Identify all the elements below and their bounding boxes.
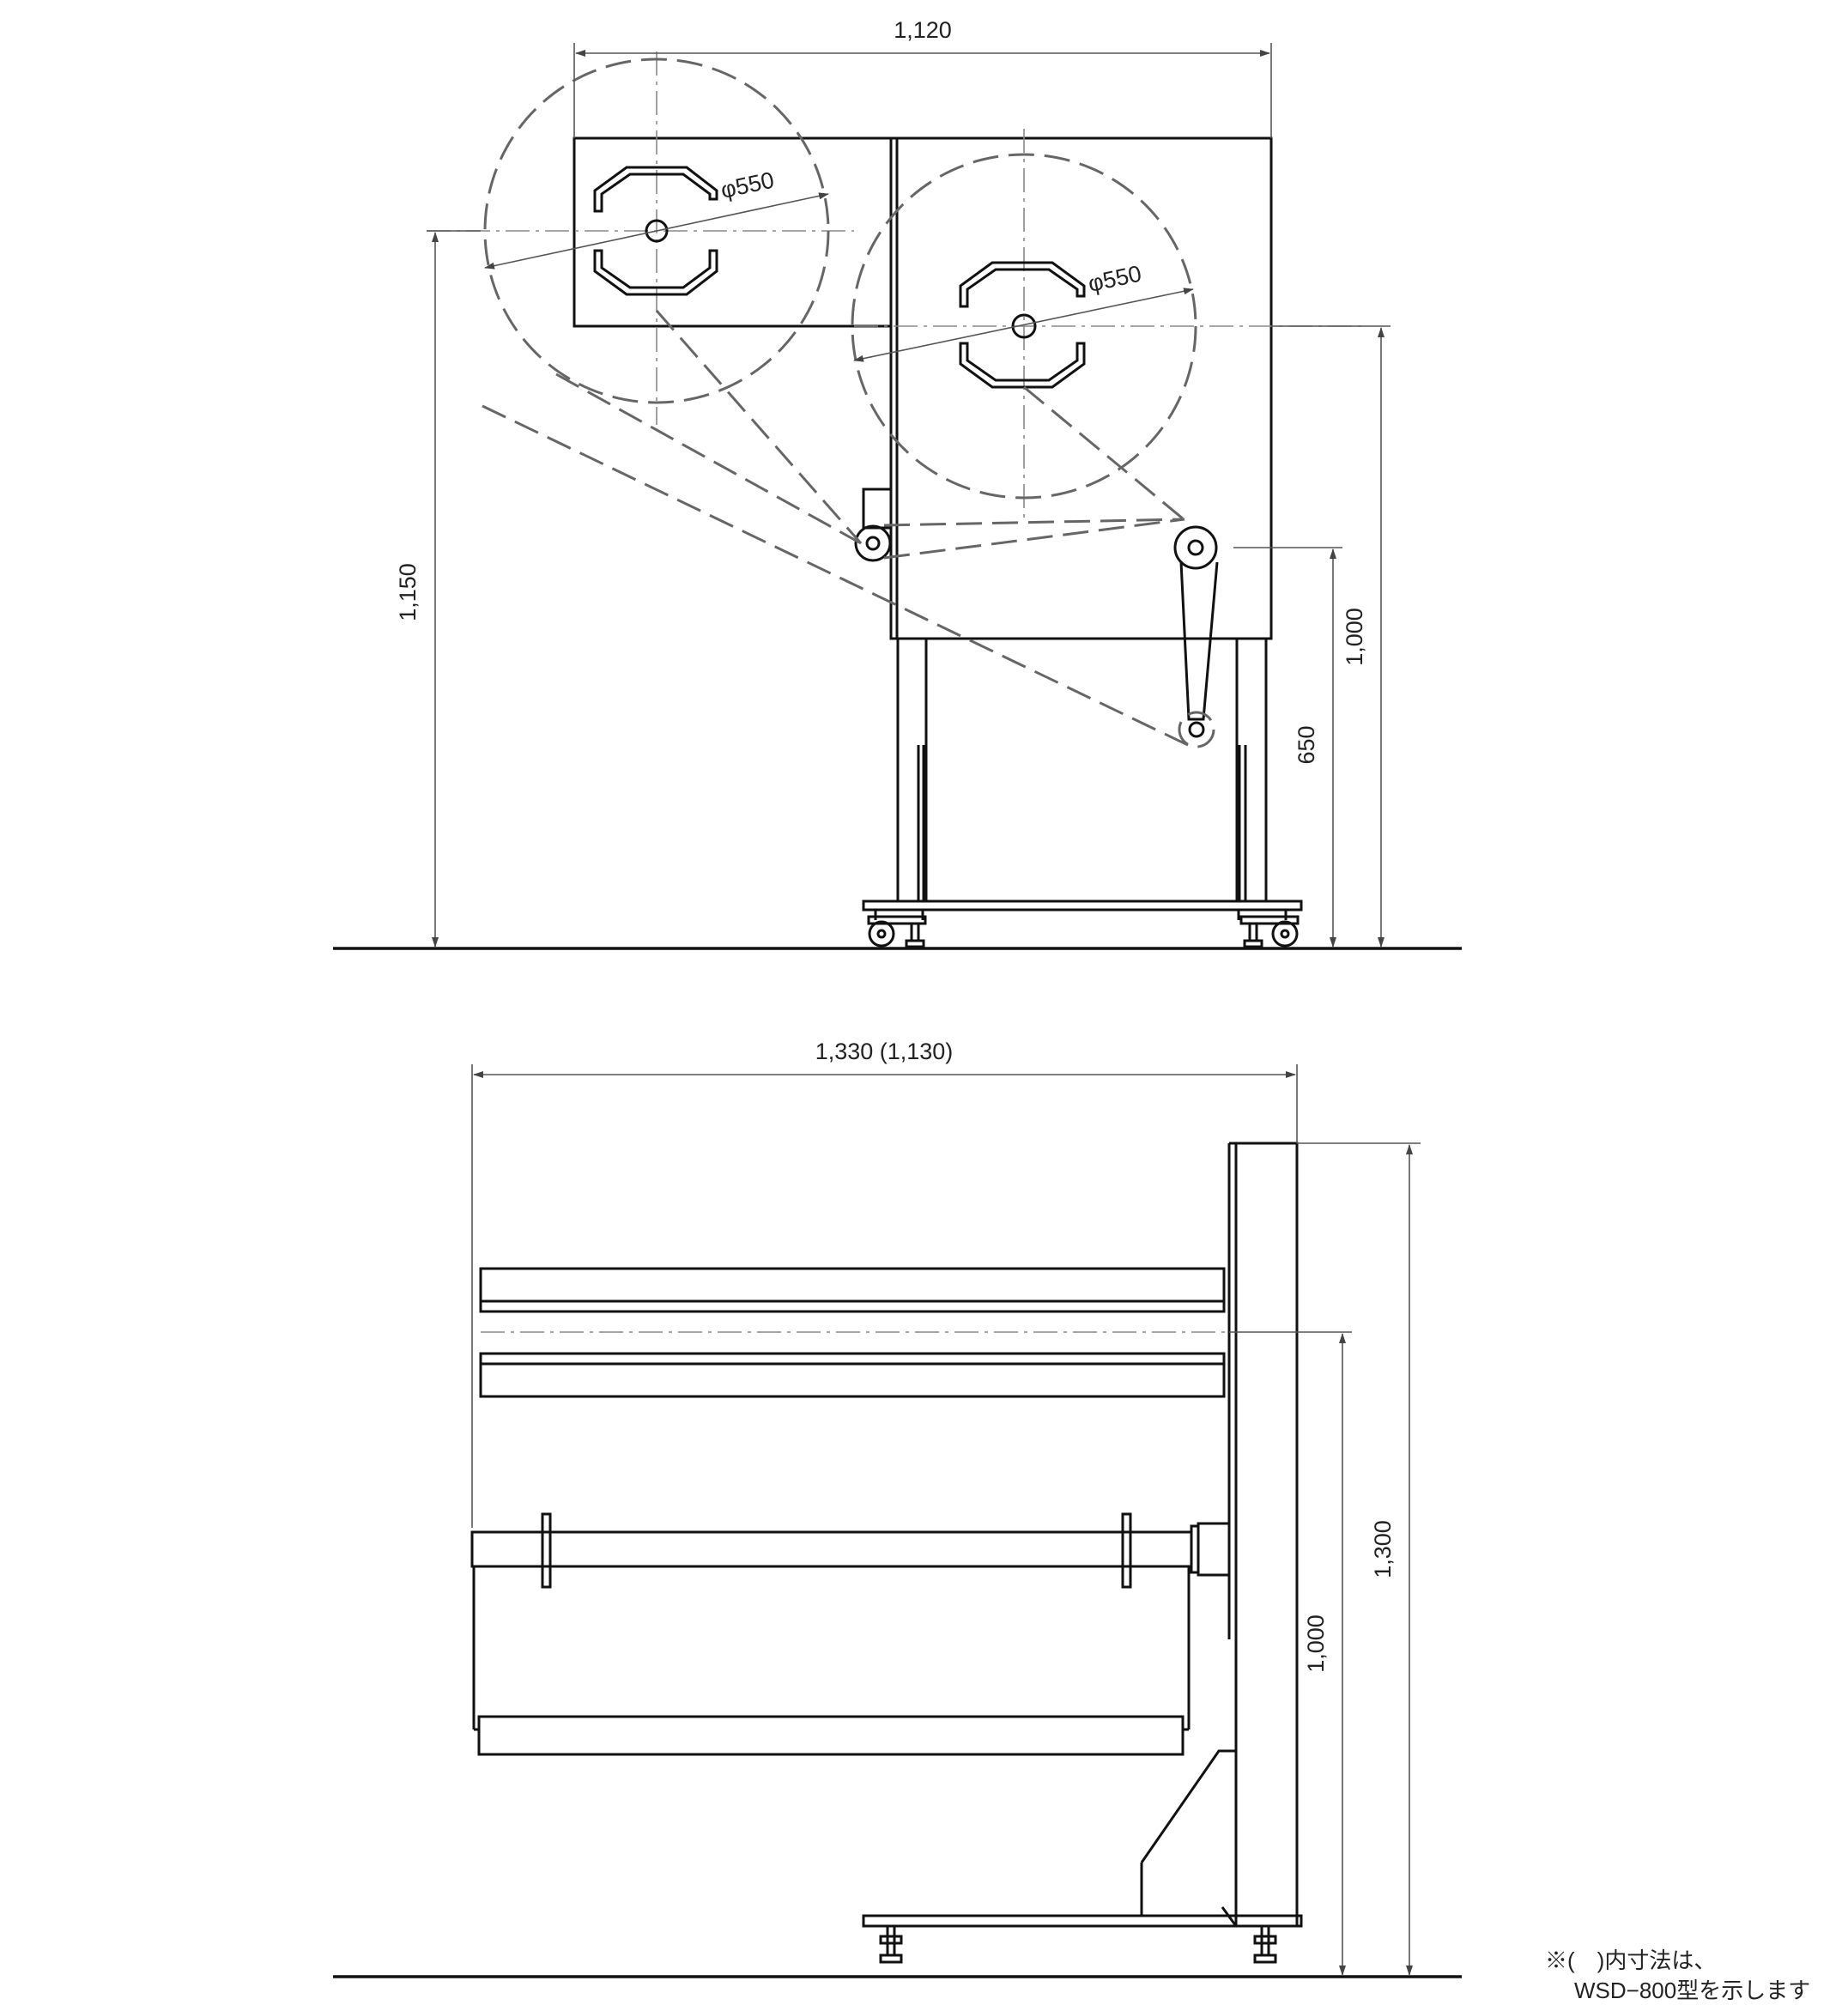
left-holder-top — [593, 166, 718, 213]
left-roll: φ550 — [427, 51, 854, 425]
right-roll: φ550 — [851, 129, 1365, 519]
front-upper-height-label: 1,000 — [1342, 608, 1367, 666]
side-width-dimension: 1,330 (1,130) — [471, 1039, 1298, 1528]
dancer-arm — [1173, 525, 1219, 748]
front-total-height-label: 1,150 — [395, 563, 421, 621]
right-roll-outline — [851, 153, 1197, 500]
left-holder-bottom — [593, 249, 718, 296]
main-body — [889, 136, 1273, 640]
side-view: 1,330 (1,130) 1,300 1,000 ※( )内寸法は、 WSD−… — [333, 1039, 1810, 2003]
upper-roll-shafts — [479, 1267, 1229, 1398]
side-roll-height-dimension: 1,000 — [1229, 1331, 1352, 1976]
guide-roller — [854, 488, 893, 562]
note-line-1: ※( )内寸法は、 — [1545, 1947, 1716, 1973]
side-width-label: 1,330 (1,130) — [815, 1039, 954, 1064]
lower-roll-assembly — [470, 1512, 1231, 1756]
side-roll-height-label: 1,000 — [1303, 1614, 1329, 1673]
right-roll-diameter-label: φ550 — [1086, 261, 1143, 297]
right-holder-bottom — [959, 342, 1086, 389]
front-width-dimension: 1,120 — [573, 17, 1272, 138]
front-upper-height-dimension: 1,000 — [1271, 325, 1391, 948]
front-total-height-dimension: 1,150 — [395, 230, 481, 948]
front-casters — [868, 920, 1299, 948]
front-width-label: 1,120 — [894, 17, 952, 43]
right-holder-top — [959, 261, 1086, 308]
left-roll-panel — [573, 136, 893, 328]
side-total-height-label: 1,300 — [1370, 1520, 1396, 1578]
front-lower-height-dimension: 650 — [1233, 547, 1342, 948]
note-line-2: WSD−800型を示します — [1574, 1978, 1810, 2003]
left-roll-diameter-label: φ550 — [718, 167, 776, 203]
side-total-height-dimension: 1,300 — [1297, 1142, 1421, 1976]
side-column — [1234, 1142, 1299, 1928]
front-view: φ550 φ550 — [333, 17, 1462, 950]
side-base — [862, 1749, 1303, 1964]
stand-base — [862, 639, 1303, 925]
front-lower-height-label: 650 — [1294, 725, 1319, 764]
web-path — [482, 310, 1192, 748]
